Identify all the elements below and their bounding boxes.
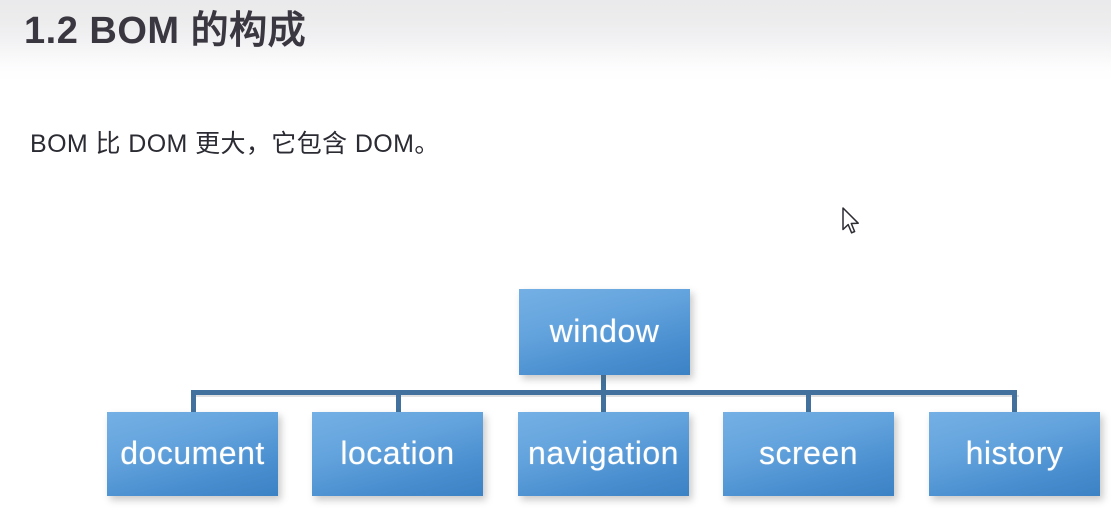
page-title: 1.2 BOM 的构成 xyxy=(24,10,307,52)
node-screen-label: screen xyxy=(758,435,859,471)
connector-drop-document xyxy=(191,390,196,413)
connector-drop-history xyxy=(1012,390,1017,413)
node-history-label: history xyxy=(965,435,1064,471)
connector-bus-shadow xyxy=(193,395,1019,397)
node-document-label: document xyxy=(120,435,265,471)
connector-window-stub xyxy=(601,374,606,392)
node-window: window xyxy=(519,289,690,375)
node-history: history xyxy=(929,412,1100,496)
connector-drop-screen xyxy=(806,390,811,413)
node-document: document xyxy=(107,412,278,496)
node-window-label: window xyxy=(549,313,660,349)
node-navigation: navigation xyxy=(518,412,689,496)
body-paragraph: BOM 比 DOM 更大，它包含 DOM。 xyxy=(30,130,440,158)
node-location-label: location xyxy=(340,435,455,471)
node-screen: screen xyxy=(723,412,894,496)
connector-drop-navigation xyxy=(601,390,606,413)
node-location: location xyxy=(312,412,483,496)
node-navigation-label: navigation xyxy=(528,435,679,471)
connector-drop-location xyxy=(396,390,401,413)
